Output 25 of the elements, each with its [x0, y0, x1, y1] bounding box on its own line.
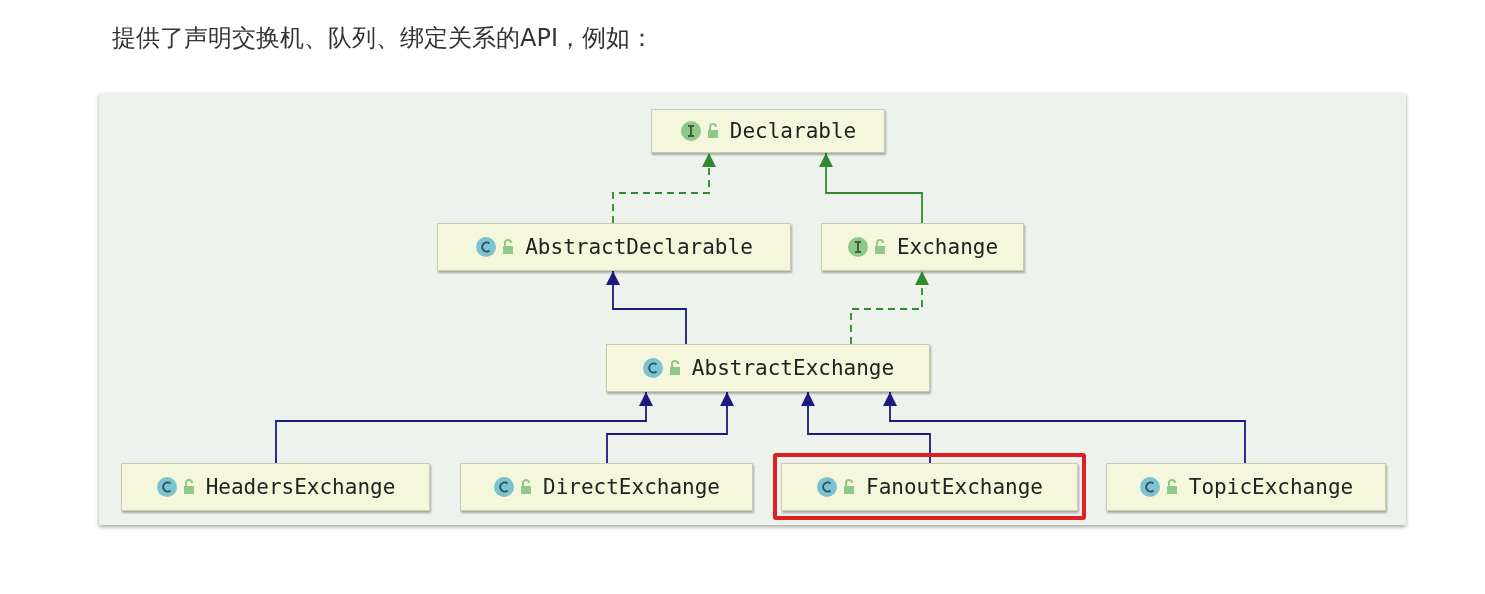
class-name: Declarable [729, 119, 857, 143]
class-box [121, 463, 430, 511]
interface-box [651, 109, 885, 153]
class-name: HeadersExchange [205, 475, 396, 499]
class-name: DirectExchange [543, 475, 720, 499]
heading: 提供了声明交换机、队列、绑定关系的API，例如： [112, 23, 654, 54]
class-box [781, 463, 1078, 511]
inheritance-arrow [606, 391, 734, 464]
class-name: AbstractExchange [691, 356, 895, 380]
inheritance-arrow [801, 391, 931, 464]
class-box [606, 344, 930, 392]
class-name: TopicExchange [1188, 475, 1354, 499]
class-name: AbstractDeclarable [525, 235, 753, 259]
class-box [437, 223, 791, 271]
inheritance-arrow [275, 391, 653, 464]
inheritance-arrow [850, 270, 929, 345]
inheritance-arrow [612, 152, 716, 224]
inheritance-arrow [819, 152, 923, 224]
inheritance-arrow [606, 270, 687, 345]
class-box [460, 463, 753, 511]
class-name: FanoutExchange [866, 475, 1043, 499]
class-box [1106, 463, 1386, 511]
class-name: Exchange [896, 235, 999, 259]
interface-box [821, 223, 1024, 271]
inheritance-arrow [883, 391, 1246, 464]
